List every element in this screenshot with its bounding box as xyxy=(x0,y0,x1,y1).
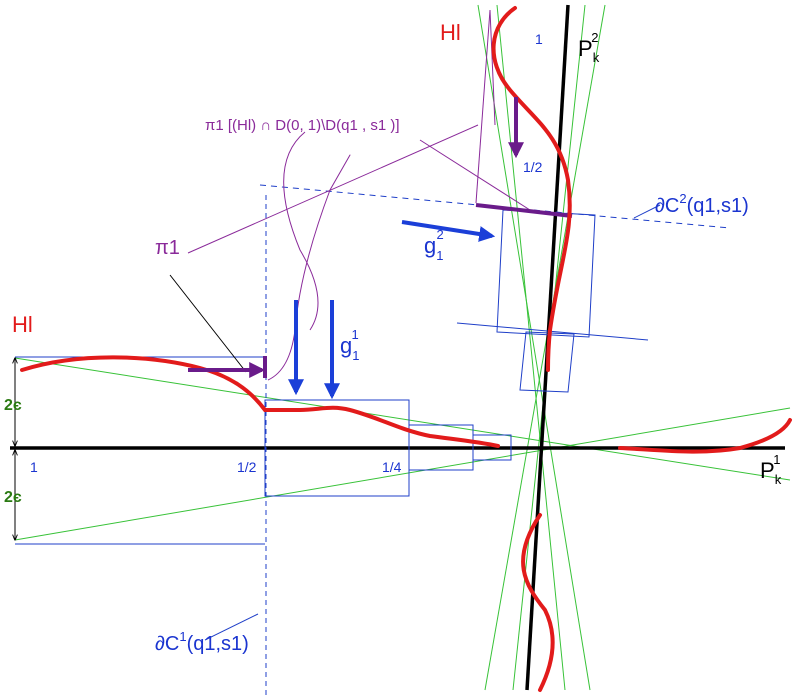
tick-1-top: 1 xyxy=(535,31,543,47)
cone-line-v1 xyxy=(477,4,591,691)
arrow-blue-right xyxy=(401,220,496,242)
tick-1-4-bottom: 1/4 xyxy=(382,459,402,475)
purple-projection xyxy=(187,9,531,381)
label-hl-left: Hl xyxy=(12,312,33,337)
leader-lines xyxy=(204,204,661,641)
label-pi1: π1 xyxy=(155,237,180,259)
motion-arrows xyxy=(188,97,524,400)
label-pk2: Pk2 xyxy=(578,30,600,65)
vbox-small xyxy=(519,331,575,393)
tick-1-bottom: 1 xyxy=(30,459,38,475)
tick-1-2-bottom: 1/2 xyxy=(237,459,257,475)
label-pi1-formula: π1 [(Hl) ∩ D(0, 1)\D(q1 , s1 )] xyxy=(205,117,400,134)
hl-curve-vertical-bottom xyxy=(521,513,555,692)
hl-curve-horizontal xyxy=(20,355,500,448)
label-dc2: ∂C2(q1,s1) xyxy=(655,191,749,217)
hl-curve-right xyxy=(618,418,792,454)
tick-1-2-top: 1/2 xyxy=(523,159,543,175)
cone-line-v2 xyxy=(484,4,606,691)
hl-curves xyxy=(20,6,792,692)
horizontal-cone-lines xyxy=(14,357,791,541)
label-dc1: ∂C1(q1,s1) xyxy=(155,629,249,655)
horizontal-boxes xyxy=(264,399,512,497)
labels: Hl Hl Pk1 Pk2 1 1/2 1/4 1 1/2 2є 2є π1 π… xyxy=(4,20,782,655)
hl-curve-vertical-top xyxy=(491,6,572,372)
cone-line-h1 xyxy=(14,357,791,481)
label-2eps-bottom: 2є xyxy=(4,489,22,506)
box-small xyxy=(472,434,512,461)
label-hl-top: Hl xyxy=(440,20,461,45)
cone-line-h2 xyxy=(14,407,791,541)
epsilon-guide-lines xyxy=(15,356,265,545)
vertical-cone-lines xyxy=(477,4,606,691)
label-pk1: Pk1 xyxy=(760,452,782,487)
pi1-pointer xyxy=(169,274,247,373)
label-g12: g12 xyxy=(424,227,444,263)
vbox-large xyxy=(496,209,596,338)
pi1-segment-top xyxy=(475,203,573,218)
label-g11: g11 xyxy=(340,327,359,363)
cone-line-v3 xyxy=(496,4,566,691)
label-2eps-top: 2є xyxy=(4,397,22,414)
